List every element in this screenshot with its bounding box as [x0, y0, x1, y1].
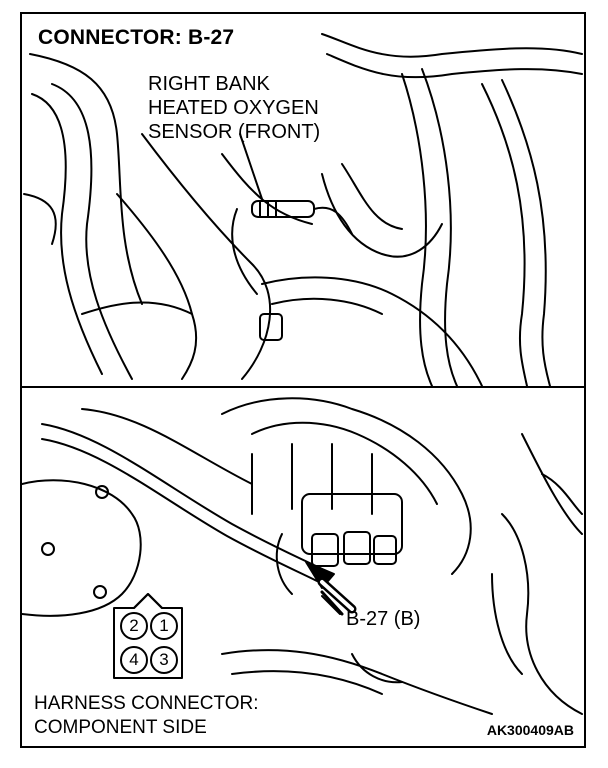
diagram-frame: 2 1 4 3 CONNECTOR: B-27 RIGHT BANK HEATE…	[20, 12, 586, 748]
sensor-location-illustration	[23, 33, 583, 386]
figure-code: AK300409AB	[486, 722, 574, 738]
pin-4: 4	[120, 646, 148, 674]
connector-title: CONNECTOR: B-27	[38, 26, 235, 49]
connector-callout: B-27 (B)	[346, 608, 421, 630]
pin-3: 3	[150, 646, 178, 674]
sensor-label-line-1: RIGHT BANK	[148, 73, 270, 95]
section-divider	[22, 386, 584, 388]
sensor-label-line-3: SENSOR (FRONT)	[148, 121, 321, 143]
connector-view-line-2: COMPONENT SIDE	[34, 717, 207, 738]
pin-2: 2	[120, 612, 148, 640]
connector-view-caption: HARNESS CONNECTOR: COMPONENT SIDE	[34, 692, 259, 740]
sensor-label-line-2: HEATED OXYGEN	[148, 97, 319, 119]
pin-1: 1	[150, 612, 178, 640]
connector-view-line-1: HARNESS CONNECTOR:	[34, 693, 259, 714]
sensor-callout: RIGHT BANK HEATED OXYGEN SENSOR (FRONT)	[148, 72, 320, 144]
